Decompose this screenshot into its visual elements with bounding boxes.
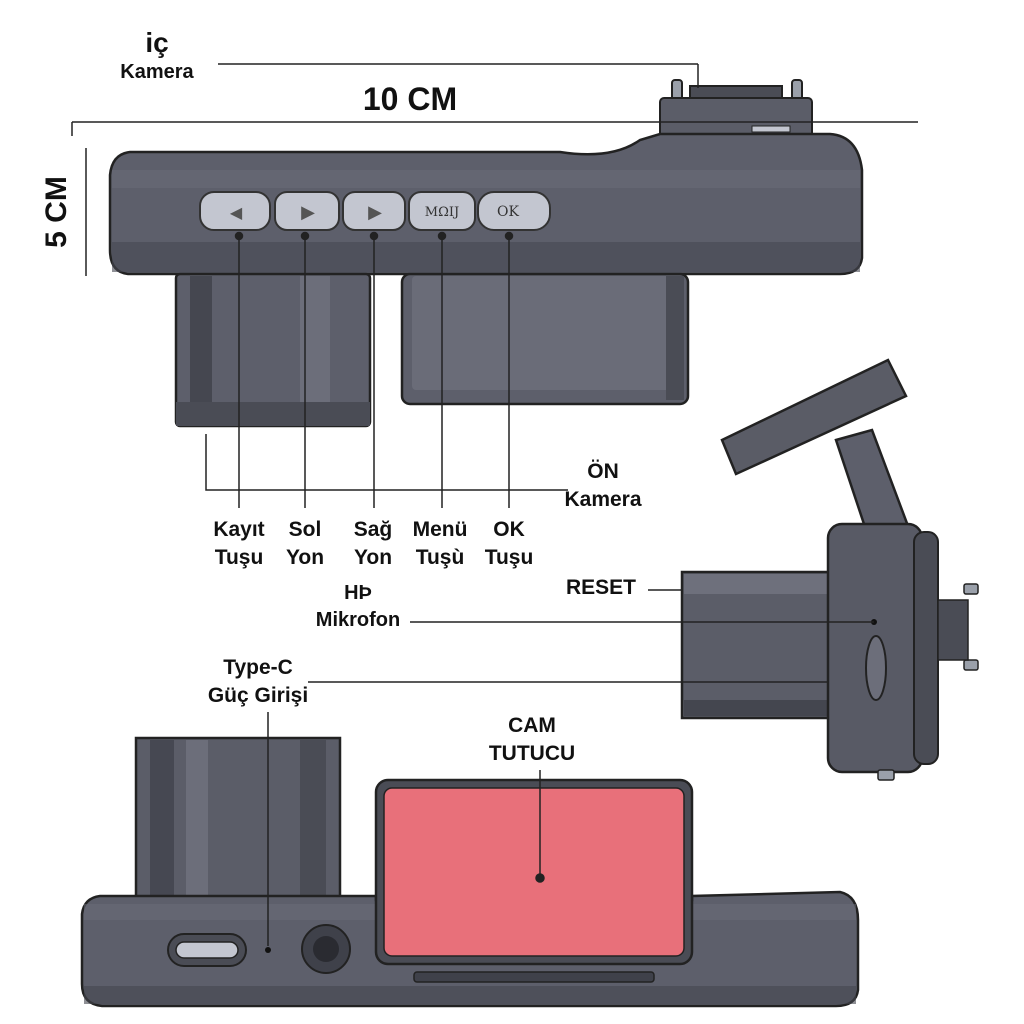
front-camera-label: ÖN Kamera: [564, 460, 642, 512]
reset-label: RESET: [565, 576, 636, 599]
menu-button[interactable]: [408, 191, 476, 231]
left-button-glyph: ▶: [301, 202, 315, 223]
side-leader-lines: [308, 589, 874, 683]
inner-camera-label: iç Kamera: [120, 27, 194, 83]
right-button[interactable]: [342, 191, 406, 231]
ok-button[interactable]: [477, 191, 551, 231]
record-button[interactable]: [199, 191, 271, 231]
height-dimension-label: 5 CM: [40, 176, 73, 248]
width-dimension-label: 10 CM: [363, 81, 457, 117]
front-camera-barrel: [174, 272, 372, 428]
menu-button-glyph: MΩIJ: [425, 205, 459, 220]
button-leader-lines: [205, 231, 568, 508]
dashcam-bottom-view: [80, 736, 860, 1008]
inner-camera-module: [659, 79, 813, 139]
bottom-leader-lines: [267, 712, 545, 946]
dashcam-side-view: [680, 358, 979, 781]
left-button[interactable]: [274, 191, 340, 231]
dimension-lines: [71, 63, 918, 276]
right-button-glyph: ▶: [368, 202, 382, 223]
ok-button-glyph: OK: [497, 204, 519, 220]
adhesive-pad: [383, 787, 685, 957]
glass-holder-block: [400, 272, 690, 406]
button-strip: ◀ ▶ ▶ MΩIJ OK: [199, 191, 551, 231]
record-button-glyph: ◀: [230, 203, 243, 222]
